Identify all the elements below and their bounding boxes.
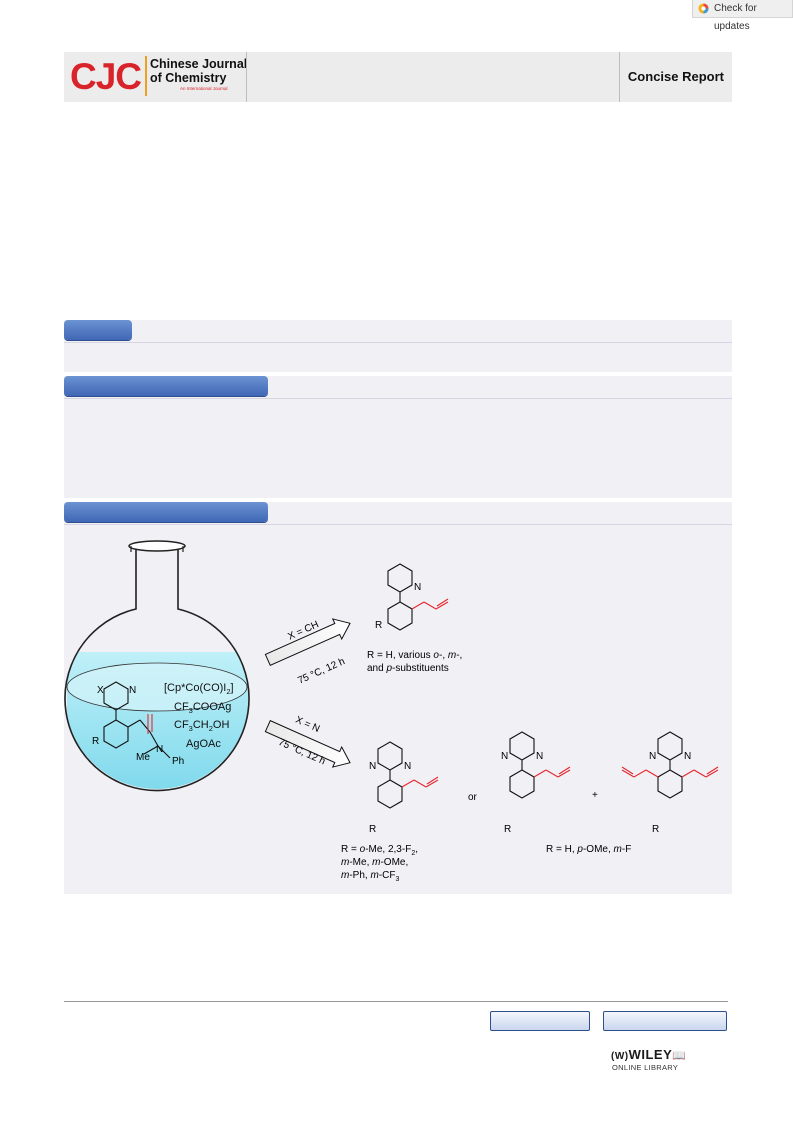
footer-button-right[interactable] bbox=[603, 1011, 727, 1031]
masthead-divider bbox=[246, 52, 247, 102]
n-label: N bbox=[129, 685, 136, 696]
n-label: N bbox=[404, 761, 411, 772]
section-abstract bbox=[64, 376, 732, 498]
masthead-divider bbox=[619, 52, 620, 102]
svg-text:CF3COOAg: CF3COOAg bbox=[174, 701, 231, 715]
svg-text:CF3CH2OH: CF3CH2OH bbox=[174, 719, 229, 733]
substrate-structure bbox=[103, 681, 171, 759]
bottom-arrow-condition: X = N bbox=[294, 715, 322, 735]
product-bottom-mid-structure bbox=[509, 731, 571, 799]
journal-masthead: CJC Chinese Journal of Chemistry An Inte… bbox=[64, 52, 732, 102]
article-type: Concise Report bbox=[627, 69, 724, 84]
section-tab bbox=[64, 376, 268, 396]
section-rule bbox=[64, 524, 732, 525]
product-bottom-right-structure bbox=[621, 731, 719, 799]
check-updates-icon bbox=[698, 3, 709, 14]
svg-text:AgOAc: AgOAc bbox=[186, 738, 221, 750]
n-label: N bbox=[414, 582, 421, 593]
book-icon: 📖 bbox=[672, 1050, 687, 1062]
n-label: N bbox=[649, 751, 656, 762]
logo-divider bbox=[145, 56, 147, 96]
online-library-text: ONLINE LIBRARY bbox=[612, 1063, 679, 1072]
r-label: R bbox=[652, 824, 659, 835]
r-label: R bbox=[92, 736, 99, 747]
n-label: N bbox=[684, 751, 691, 762]
amine-n-label: N bbox=[156, 744, 163, 755]
svg-text:[Cp*Co(CO)I2]: [Cp*Co(CO)I2] bbox=[164, 682, 234, 696]
section-tab bbox=[64, 320, 132, 340]
wiley-logo-text: (W)WILEY📖 bbox=[611, 1047, 687, 1062]
product-top-caption: R = H, various o-, m-, bbox=[367, 650, 462, 661]
check-for-updates-button[interactable]: Check for updates bbox=[692, 0, 793, 32]
journal-logo: CJC bbox=[70, 56, 142, 97]
me-label: Me bbox=[136, 752, 150, 763]
product-bottom-left-structure bbox=[377, 741, 439, 809]
wiley-online-library-logo: (W)WILEY📖 ONLINE LIBRARY bbox=[611, 1047, 691, 1077]
section-tab bbox=[64, 502, 268, 522]
section-rule bbox=[64, 398, 732, 399]
top-arrow-condition: 75 °C, 12 h bbox=[296, 656, 346, 686]
product-bottom-right-caption: R = H, p-OMe, m-F bbox=[546, 844, 631, 855]
reaction-scheme: X N R Me N Ph [Cp*Co(CO)I2] CF3COOAg CF3… bbox=[64, 540, 719, 883]
product-top-structure bbox=[387, 563, 449, 631]
section-keywords bbox=[64, 320, 732, 372]
plus-label: + bbox=[592, 790, 598, 801]
n-label: N bbox=[536, 751, 543, 762]
reagent-list: [Cp*Co(CO)I2] CF3COOAg CF3CH2OH AgOAc bbox=[164, 682, 234, 750]
product-bottom-left-caption: R = o-Me, 2,3-F2, bbox=[341, 844, 418, 857]
r-label: R bbox=[369, 824, 376, 835]
or-label: or bbox=[468, 792, 478, 803]
round-bottom-flask bbox=[64, 540, 250, 792]
reaction-arrow-bottom bbox=[264, 719, 351, 768]
journal-subtitle: An International Journal bbox=[180, 86, 228, 91]
journal-title: Chinese Journal of Chemistry bbox=[150, 57, 248, 85]
section-rule bbox=[64, 342, 732, 343]
product-bottom-left-caption: m-Ph, m-CF3 bbox=[341, 870, 399, 883]
x-label: X bbox=[97, 685, 104, 696]
product-top-caption: and p-substituents bbox=[367, 663, 449, 674]
ph-label: Ph bbox=[172, 756, 184, 767]
footer-rule bbox=[64, 1001, 728, 1002]
n-label: N bbox=[501, 751, 508, 762]
r-label: R bbox=[504, 824, 511, 835]
footer-button-left[interactable] bbox=[490, 1011, 590, 1031]
n-label: N bbox=[369, 761, 376, 772]
product-bottom-left-caption: m-Me, m-OMe, bbox=[341, 857, 408, 868]
reaction-arrow-top bbox=[264, 618, 351, 667]
check-updates-label: Check for updates bbox=[714, 3, 757, 32]
r-label: R bbox=[375, 620, 382, 631]
